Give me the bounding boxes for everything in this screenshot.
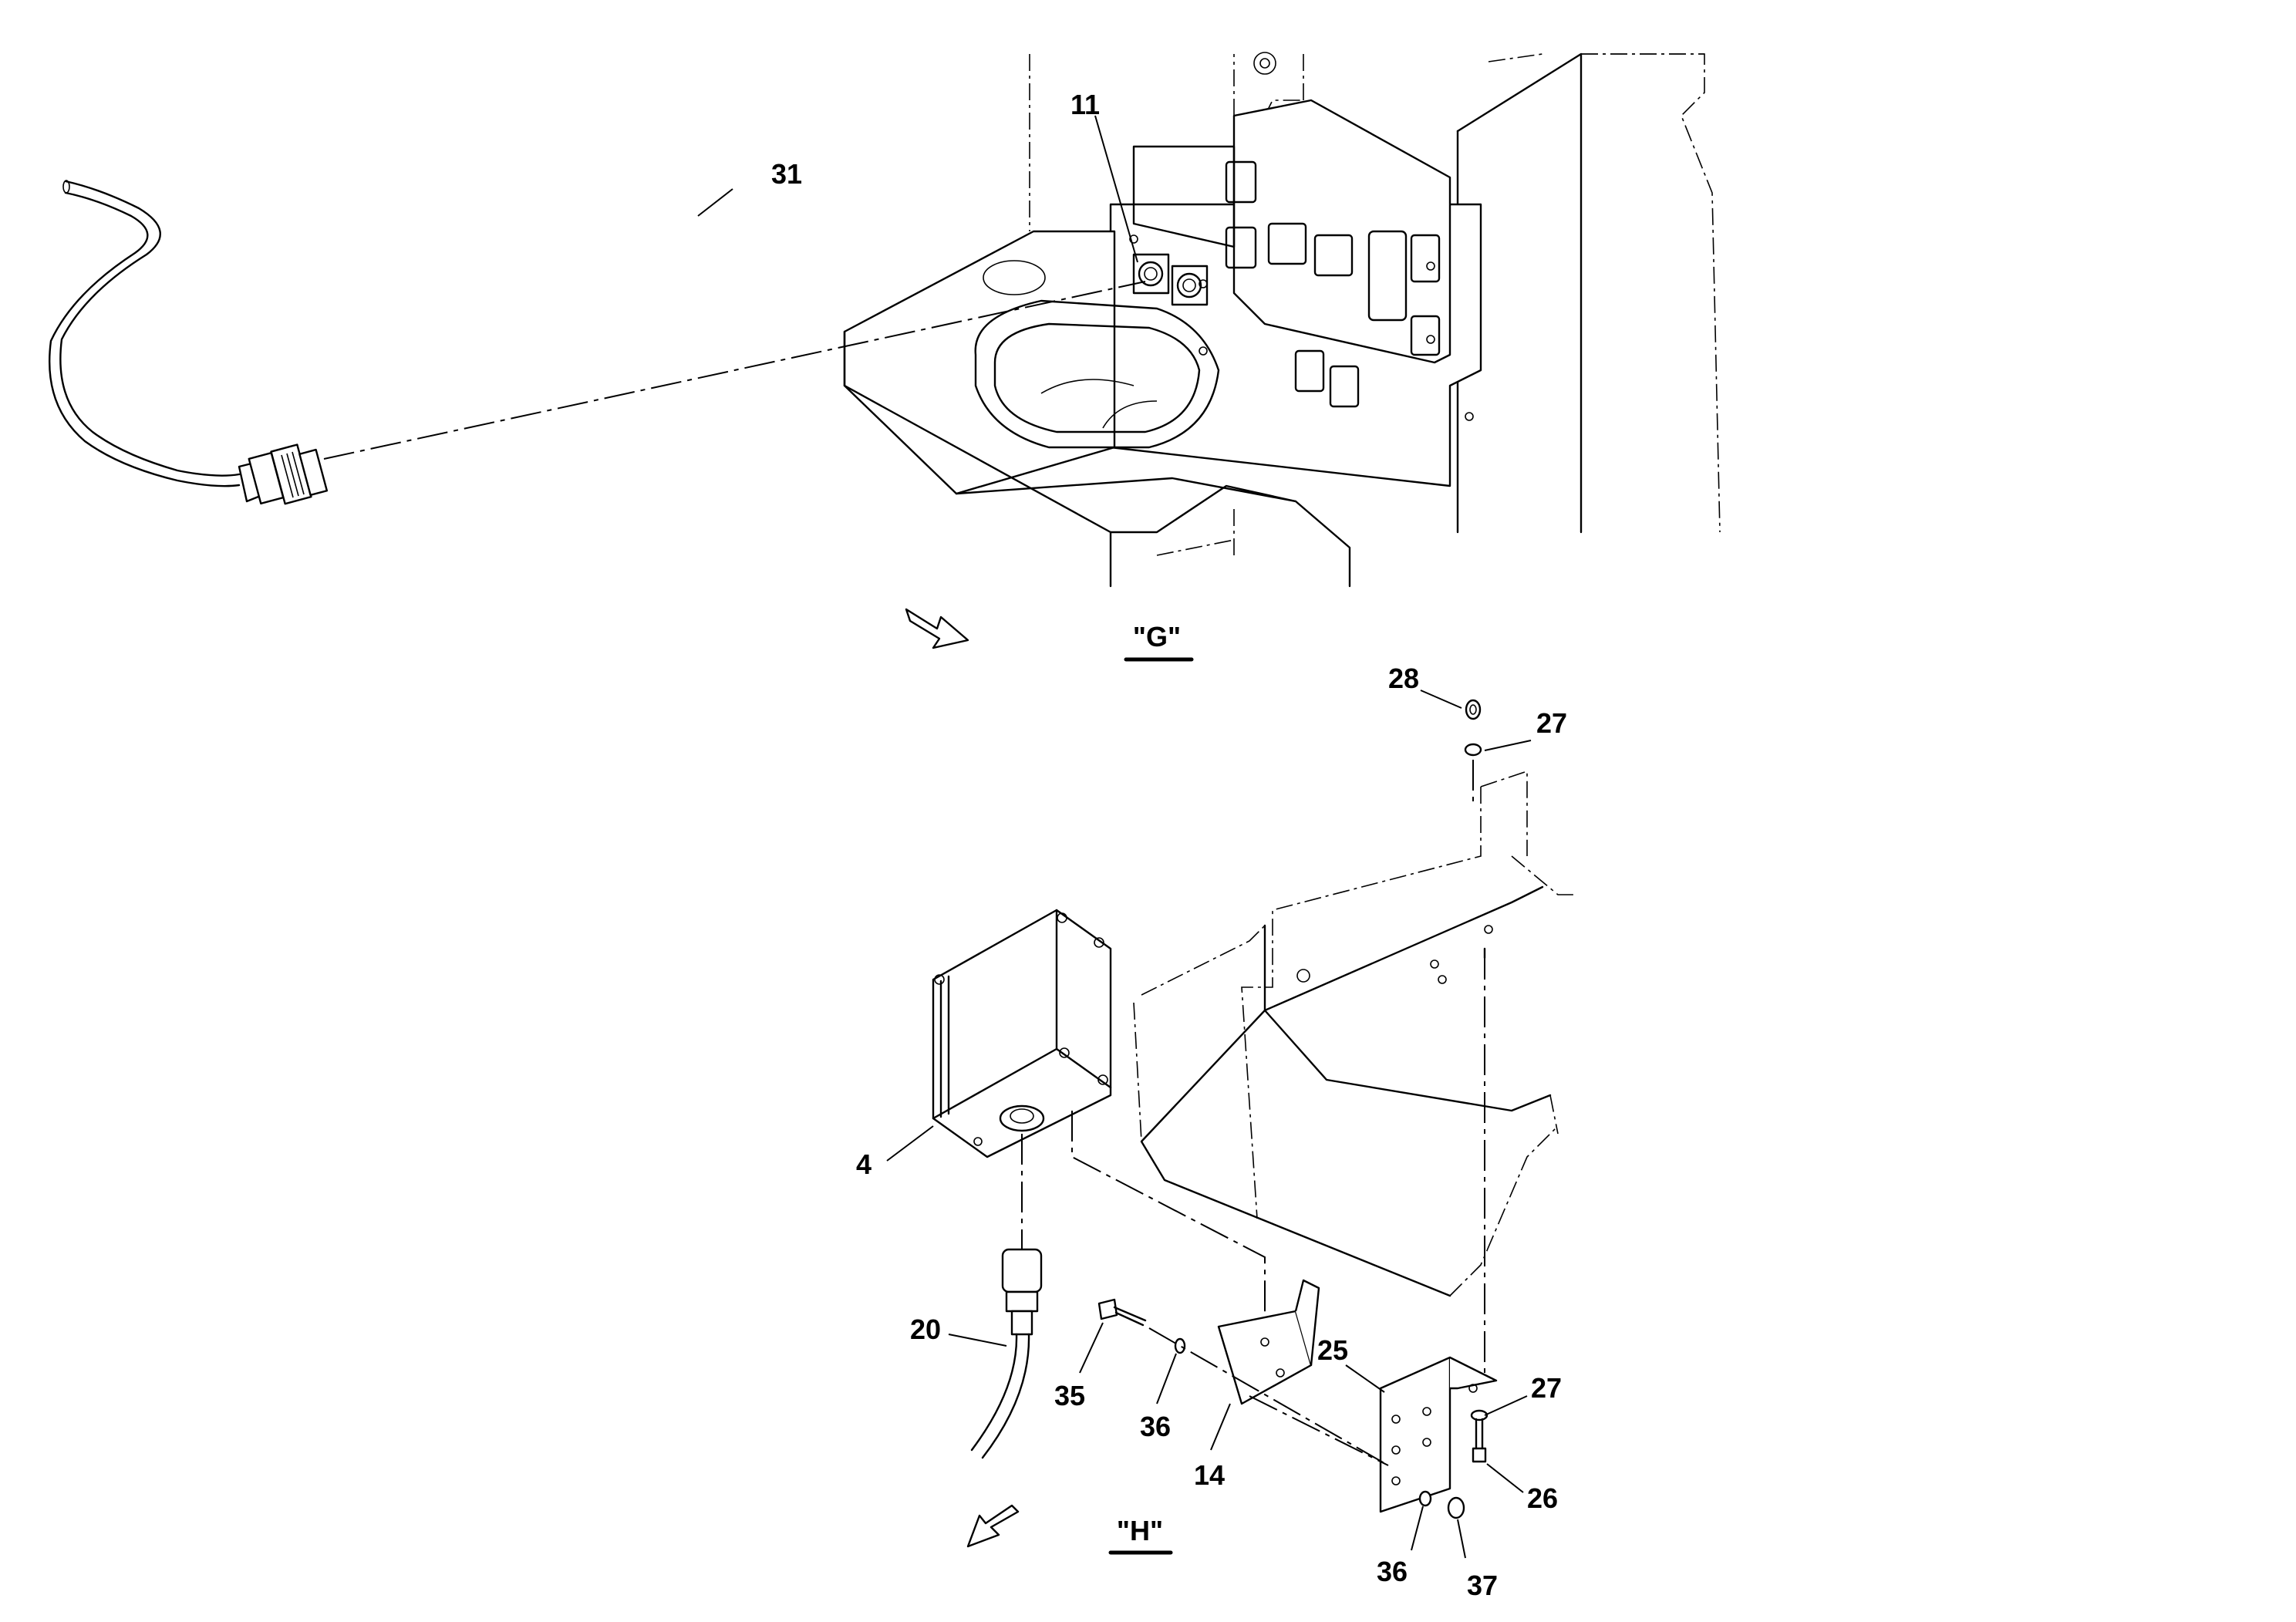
callout-20: 20 [910,1313,941,1345]
view-label-g: "G" [1133,621,1181,653]
callout-35: 35 [1054,1380,1085,1411]
callout-14: 14 [1194,1459,1225,1491]
callout-31: 31 [771,158,802,190]
view-g-drawing [48,52,1721,588]
view-h-drawing [886,690,1573,1559]
callout-37: 37 [1467,1570,1498,1601]
callout-25: 25 [1317,1334,1348,1366]
callout-11: 11 [1070,89,1100,120]
callout-4: 4 [856,1148,872,1180]
callout-36: 36 [1377,1556,1408,1587]
callout-27: 27 [1531,1372,1562,1404]
callout-26: 26 [1527,1482,1558,1514]
callout-36: 36 [1140,1411,1171,1442]
direction-arrow-icon [905,608,969,649]
callout-28: 28 [1388,663,1419,694]
direction-arrow-icon [966,1504,1020,1548]
callout-27: 27 [1536,707,1567,739]
view-label-h: "H" [1117,1515,1163,1546]
